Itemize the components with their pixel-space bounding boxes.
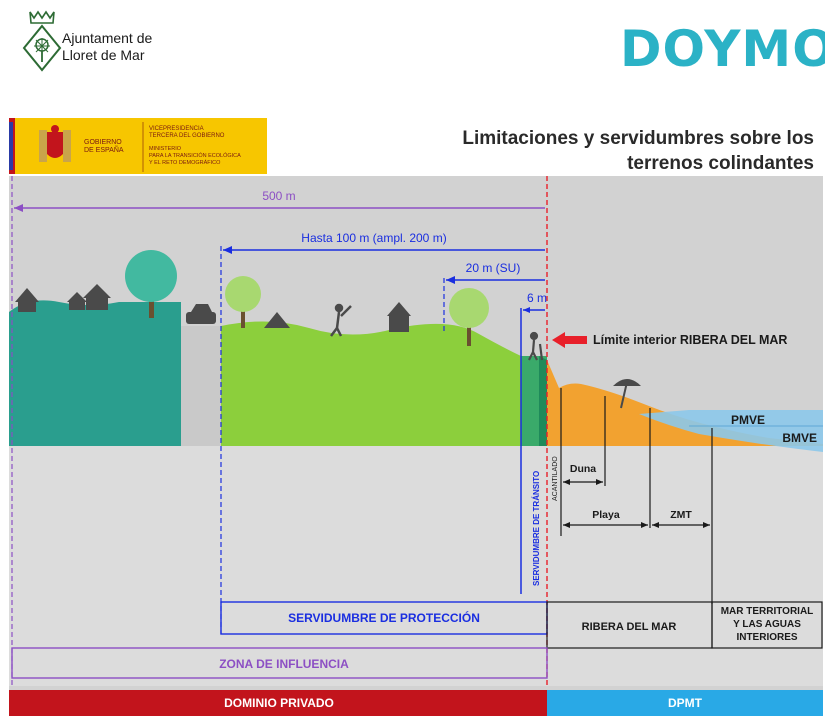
duna-label: Duna xyxy=(570,463,596,475)
arrow-duna xyxy=(563,479,603,485)
vice-line2: TERCERA DEL GOBIERNO xyxy=(149,133,225,139)
coat-of-arms-icon xyxy=(39,125,71,162)
dpmt-label: DPMT xyxy=(668,696,703,710)
doymo-logo: DOYMO xyxy=(620,20,825,78)
dominio-privado-label: DOMINIO PRIVADO xyxy=(224,696,334,710)
ministerio-line3: Y EL RETO DEMOGRÁFICO xyxy=(149,159,221,166)
house-icon xyxy=(15,288,39,312)
gobierno-line2: DE ESPAÑA xyxy=(84,145,124,154)
red-arrow-icon xyxy=(552,332,587,348)
playa-label: Playa xyxy=(592,509,620,521)
dominio-privado-bar xyxy=(9,690,547,716)
bmve-label: BMVE xyxy=(782,431,817,445)
crown-icon xyxy=(29,10,55,24)
limite-label: Límite interior RIBERA DEL MAR xyxy=(593,333,787,347)
car-icon xyxy=(186,304,216,324)
tree-icon xyxy=(125,250,177,318)
beach-sand xyxy=(547,360,823,446)
arrow-6m xyxy=(523,307,545,313)
sea-zone xyxy=(639,410,823,452)
servidumbre-transito-label: SERVIDUMBRE DE TRÁNSITO xyxy=(532,471,541,586)
label-6m: 6 m xyxy=(527,291,547,305)
umbrella-icon xyxy=(613,379,641,409)
pmve-label: PMVE xyxy=(731,413,765,427)
houses-icon xyxy=(67,284,111,310)
ministerio-line2: PARA LA TRANSICIÓN ECOLÓGICA xyxy=(149,152,241,159)
vice-line1: VICEPRESIDENCIA xyxy=(149,126,204,132)
servidumbre-proteccion-label: SERVIDUMBRE DE PROTECCIÓN xyxy=(288,610,480,625)
road xyxy=(181,326,221,446)
mar-territorial-line1: MAR TERRITORIAL xyxy=(721,606,814,617)
chapel-icon xyxy=(387,302,411,332)
ground-background xyxy=(9,446,823,686)
label-20m: 20 m (SU) xyxy=(466,261,521,275)
title-line2: terrenos colindantes xyxy=(627,153,814,174)
mar-territorial-line3: INTERIORES xyxy=(736,632,797,643)
hiker-icon xyxy=(528,331,544,361)
doymo-logo-text: DOYMO xyxy=(620,20,825,78)
ministerio-line1: MINISTERIO xyxy=(149,146,182,152)
arrow-500m xyxy=(14,204,545,212)
tree-icon xyxy=(225,276,261,328)
government-banner: GOBIERNO DE ESPAÑA VICEPRESIDENCIA TERCE… xyxy=(9,118,267,174)
tent-icon xyxy=(264,312,290,328)
ribera-del-mar-label: RIBERA DEL MAR xyxy=(582,621,677,633)
mar-territorial-box xyxy=(711,601,823,649)
tree-icon xyxy=(449,288,489,346)
dpmt-bar xyxy=(547,690,823,716)
zona-influencia-label: ZONA DE INFLUENCIA xyxy=(219,657,349,671)
golfer-icon xyxy=(330,303,352,337)
green-land xyxy=(221,321,521,446)
label-500m: 500 m xyxy=(262,189,295,203)
ajuntament-logo xyxy=(22,10,62,72)
zona-influencia-box xyxy=(11,647,548,679)
arrow-playa xyxy=(563,522,648,528)
private-land-teal xyxy=(9,300,181,446)
arrow-zmt xyxy=(652,522,710,528)
shield-emblem-icon xyxy=(22,24,62,72)
coastal-diagram: GOBIERNO DE ESPAÑA VICEPRESIDENCIA TERCE… xyxy=(9,116,823,716)
arrow-100m xyxy=(223,246,545,254)
ajuntament-name: Ajuntament de Lloret de Mar xyxy=(62,30,152,64)
label-hasta-100m: Hasta 100 m (ampl. 200 m) xyxy=(301,231,446,245)
title-line1: Limitaciones y servidumbres sobre los xyxy=(462,128,814,149)
acantilado-label: ACANTILADO xyxy=(552,456,559,501)
zmt-label: ZMT xyxy=(670,509,692,521)
mar-territorial-line2: Y LAS AGUAS xyxy=(733,619,801,630)
arrow-20m xyxy=(446,276,545,284)
gobierno-line1: GOBIERNO xyxy=(84,139,122,146)
ajuntament-line1: Ajuntament de xyxy=(62,30,153,46)
ajuntament-line2: Lloret de Mar xyxy=(62,47,145,63)
